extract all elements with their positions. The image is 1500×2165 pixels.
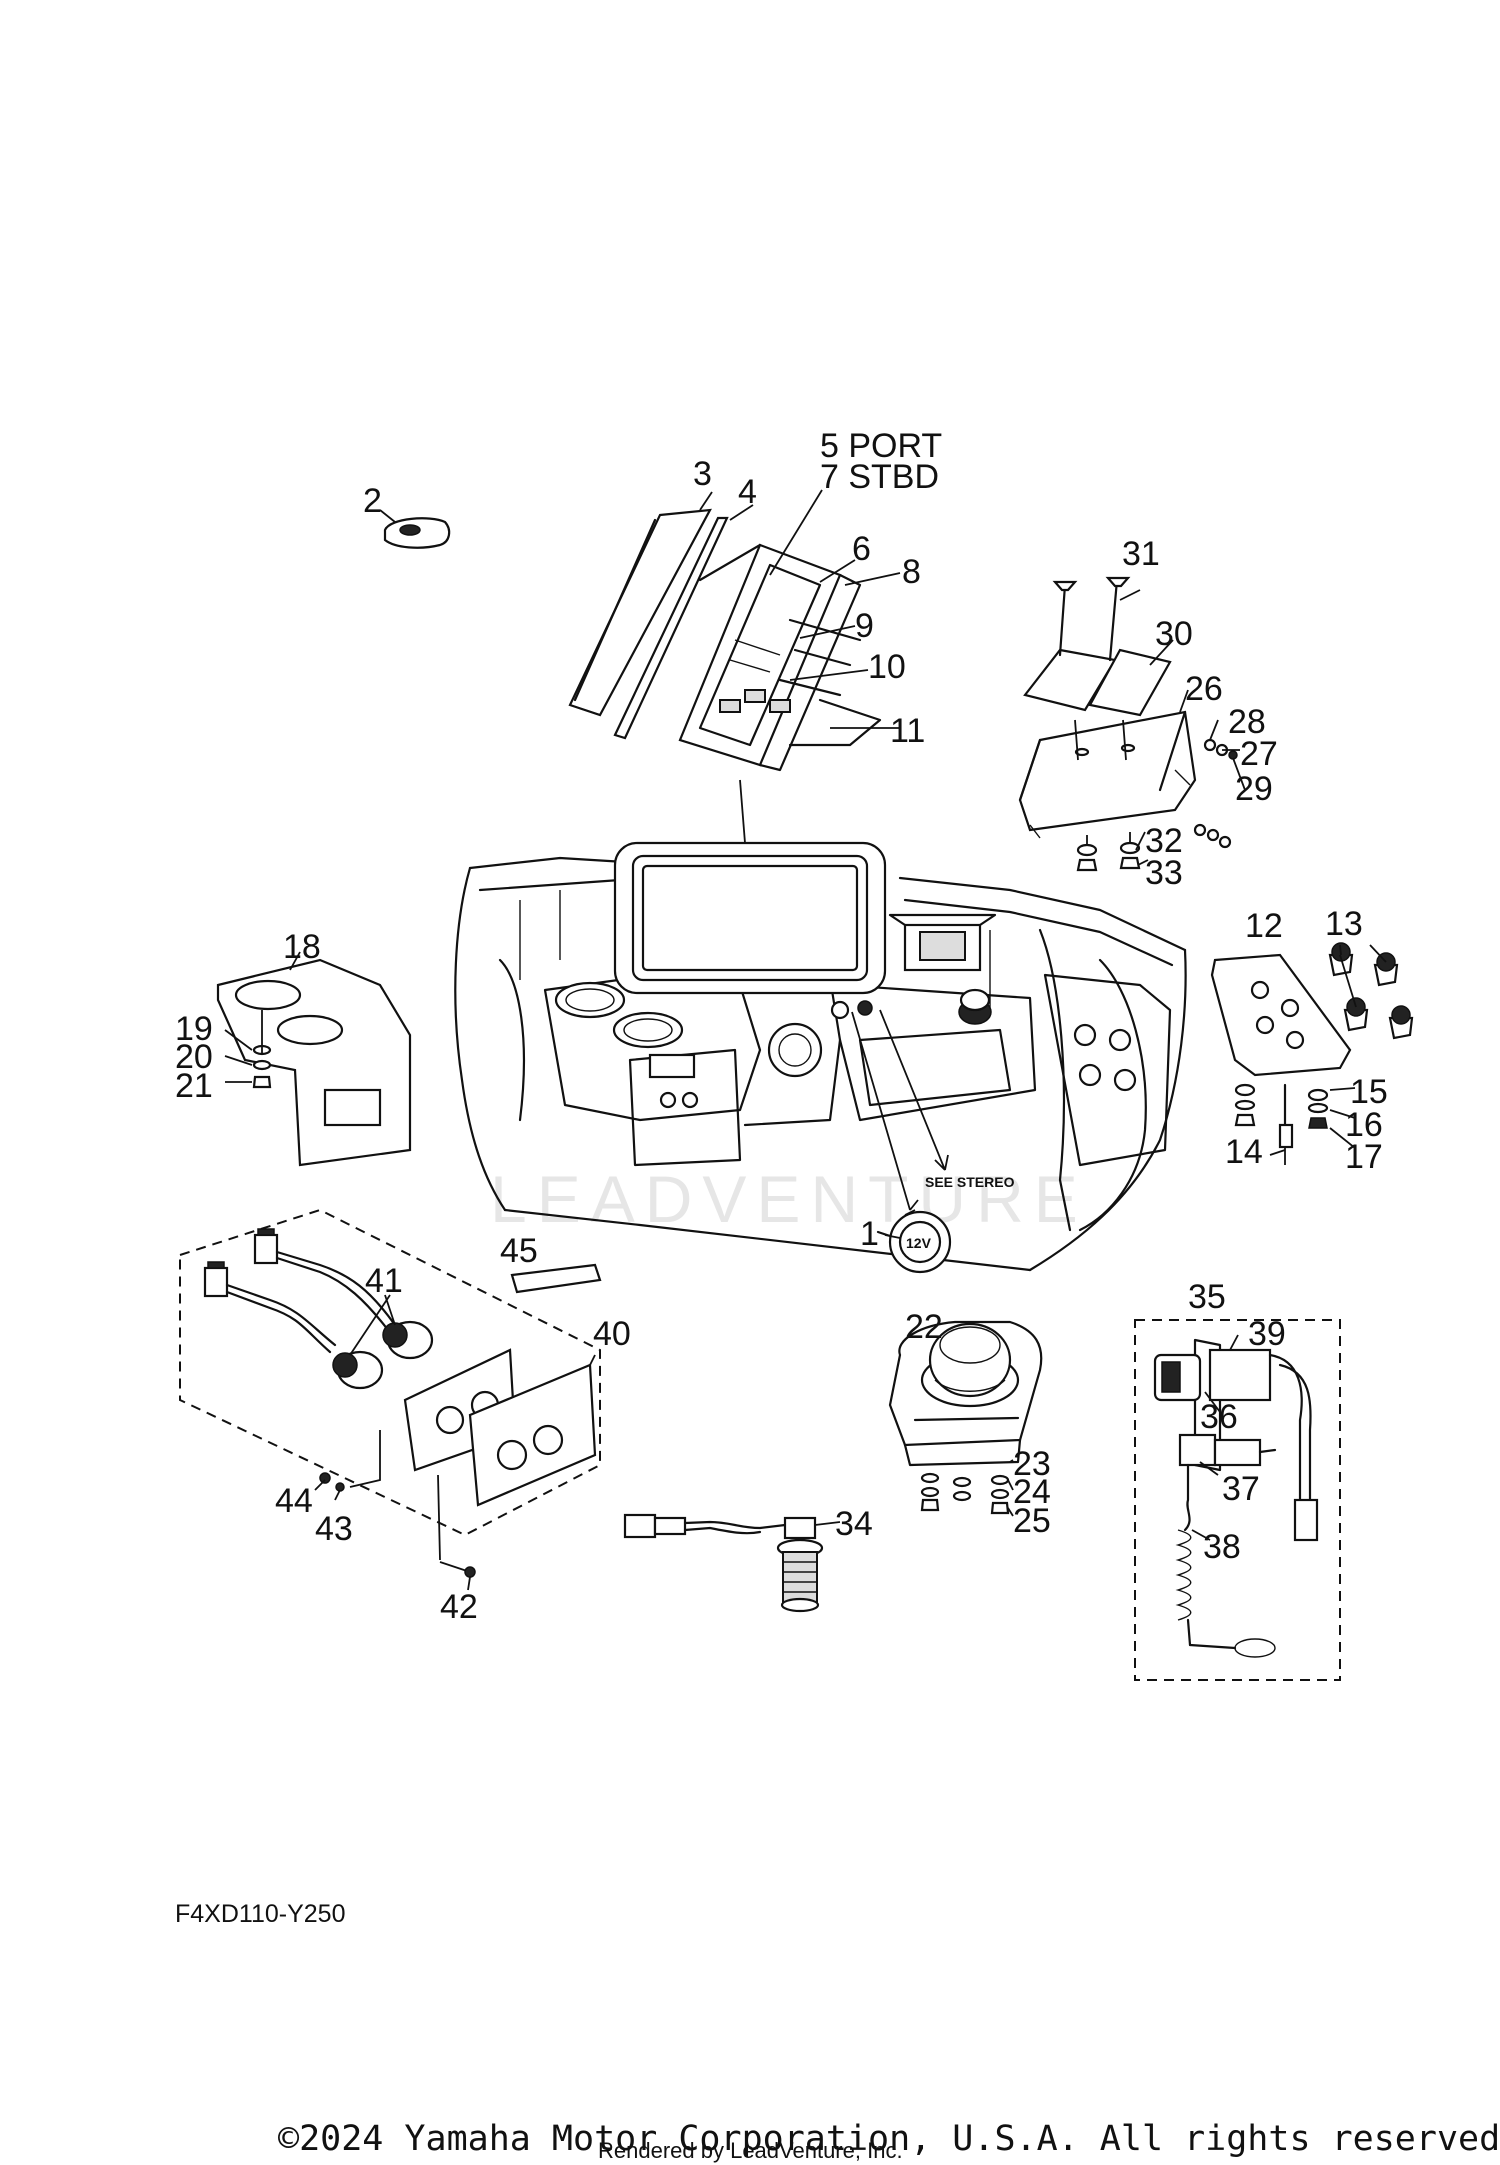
part-5-11-bracket-assembly: [678, 543, 882, 772]
part-34-switch-harness: [623, 1513, 841, 1613]
callout-14: 14: [1225, 1133, 1263, 1171]
callout-13: 13: [1325, 905, 1363, 943]
callout-1: 1: [860, 1215, 879, 1253]
display-unit: [613, 841, 887, 995]
callout-30: 30: [1155, 615, 1193, 653]
callout-16: 16: [1345, 1106, 1383, 1144]
callout-5: 5 PORT: [820, 427, 942, 465]
callout-41: 41: [365, 1262, 403, 1300]
callout-11: 11: [890, 712, 925, 750]
callout-26: 26: [1185, 670, 1223, 708]
callout-21: 21: [175, 1067, 213, 1105]
callout-24: 24: [1013, 1473, 1051, 1511]
callout-10: 10: [868, 648, 906, 686]
callout-18: 18: [283, 928, 321, 966]
callout-42: 42: [440, 1588, 478, 1626]
part-40-45-usb-charger-kit: [179, 1208, 602, 1591]
callout-29: 29: [1235, 770, 1273, 808]
callout-34: 34: [835, 1505, 873, 1543]
rendered-by-credit: Rendered by LeadVenture, Inc.: [598, 2138, 903, 2163]
part-1-12v-socket: 12V: [851, 1009, 952, 1274]
see-stereo-label: SEE STEREO: [925, 1174, 1015, 1190]
callout-22: 22: [905, 1308, 943, 1346]
part-22-25-control-knob: [888, 1320, 1043, 1517]
callout-6: 6: [852, 530, 871, 568]
callout-9: 9: [855, 607, 874, 645]
callout-31: 31: [1122, 535, 1160, 573]
callout-37: 37: [1222, 1470, 1260, 1508]
part-3-4-trim-strips: [568, 508, 729, 740]
callout-33: 33: [1145, 854, 1183, 892]
callout-40: 40: [593, 1315, 631, 1353]
callout-2: 2: [363, 482, 382, 520]
part-26-33-mount-bracket: [1018, 576, 1246, 872]
diagram-code: F4XD110-Y250: [175, 1900, 345, 1928]
callout-17: 17: [1345, 1138, 1383, 1176]
callout-35: 35: [1188, 1278, 1226, 1316]
callout-28: 28: [1228, 703, 1266, 741]
callout-25: 25: [1013, 1502, 1051, 1540]
callout-23: 23: [1013, 1445, 1051, 1483]
callout-3: 3: [693, 455, 712, 493]
callout-12: 12: [1245, 907, 1283, 945]
part-12-17-switch-panel: [1210, 942, 1414, 1165]
callout-32: 32: [1145, 822, 1183, 860]
callout-43: 43: [315, 1510, 353, 1548]
part-35-39-lanyard-switch: [1134, 1319, 1341, 1681]
callout-numbers: 1 2 3 4 5 PORT 7 STBD 6 8 9 10 11 12 13 …: [175, 427, 1388, 1626]
callout-7: 7 STBD: [820, 458, 939, 496]
leaders-upper: [699, 489, 901, 844]
watermark-text: LEADVENTURE: [490, 1162, 1088, 1236]
callout-27: 27: [1240, 735, 1278, 773]
part-18-21-cupholder-panel: [216, 951, 412, 1167]
part-2-cap: [379, 509, 451, 549]
callout-4: 4: [738, 473, 757, 511]
callout-45: 45: [500, 1232, 538, 1270]
callout-44: 44: [275, 1482, 313, 1520]
callout-39: 39: [1248, 1315, 1286, 1353]
copyright-notice: ©2024 Yamaha Motor Corporation, U.S.A. A…: [278, 2119, 1500, 2159]
dashboard-console: [454, 856, 1187, 1272]
callout-8: 8: [902, 553, 921, 591]
callout-15: 15: [1350, 1073, 1388, 1111]
callout-20: 20: [175, 1038, 213, 1076]
callout-19: 19: [175, 1010, 213, 1048]
callout-38: 38: [1203, 1528, 1241, 1566]
callout-36: 36: [1200, 1398, 1238, 1436]
socket-12v-label: 12V: [906, 1235, 932, 1251]
